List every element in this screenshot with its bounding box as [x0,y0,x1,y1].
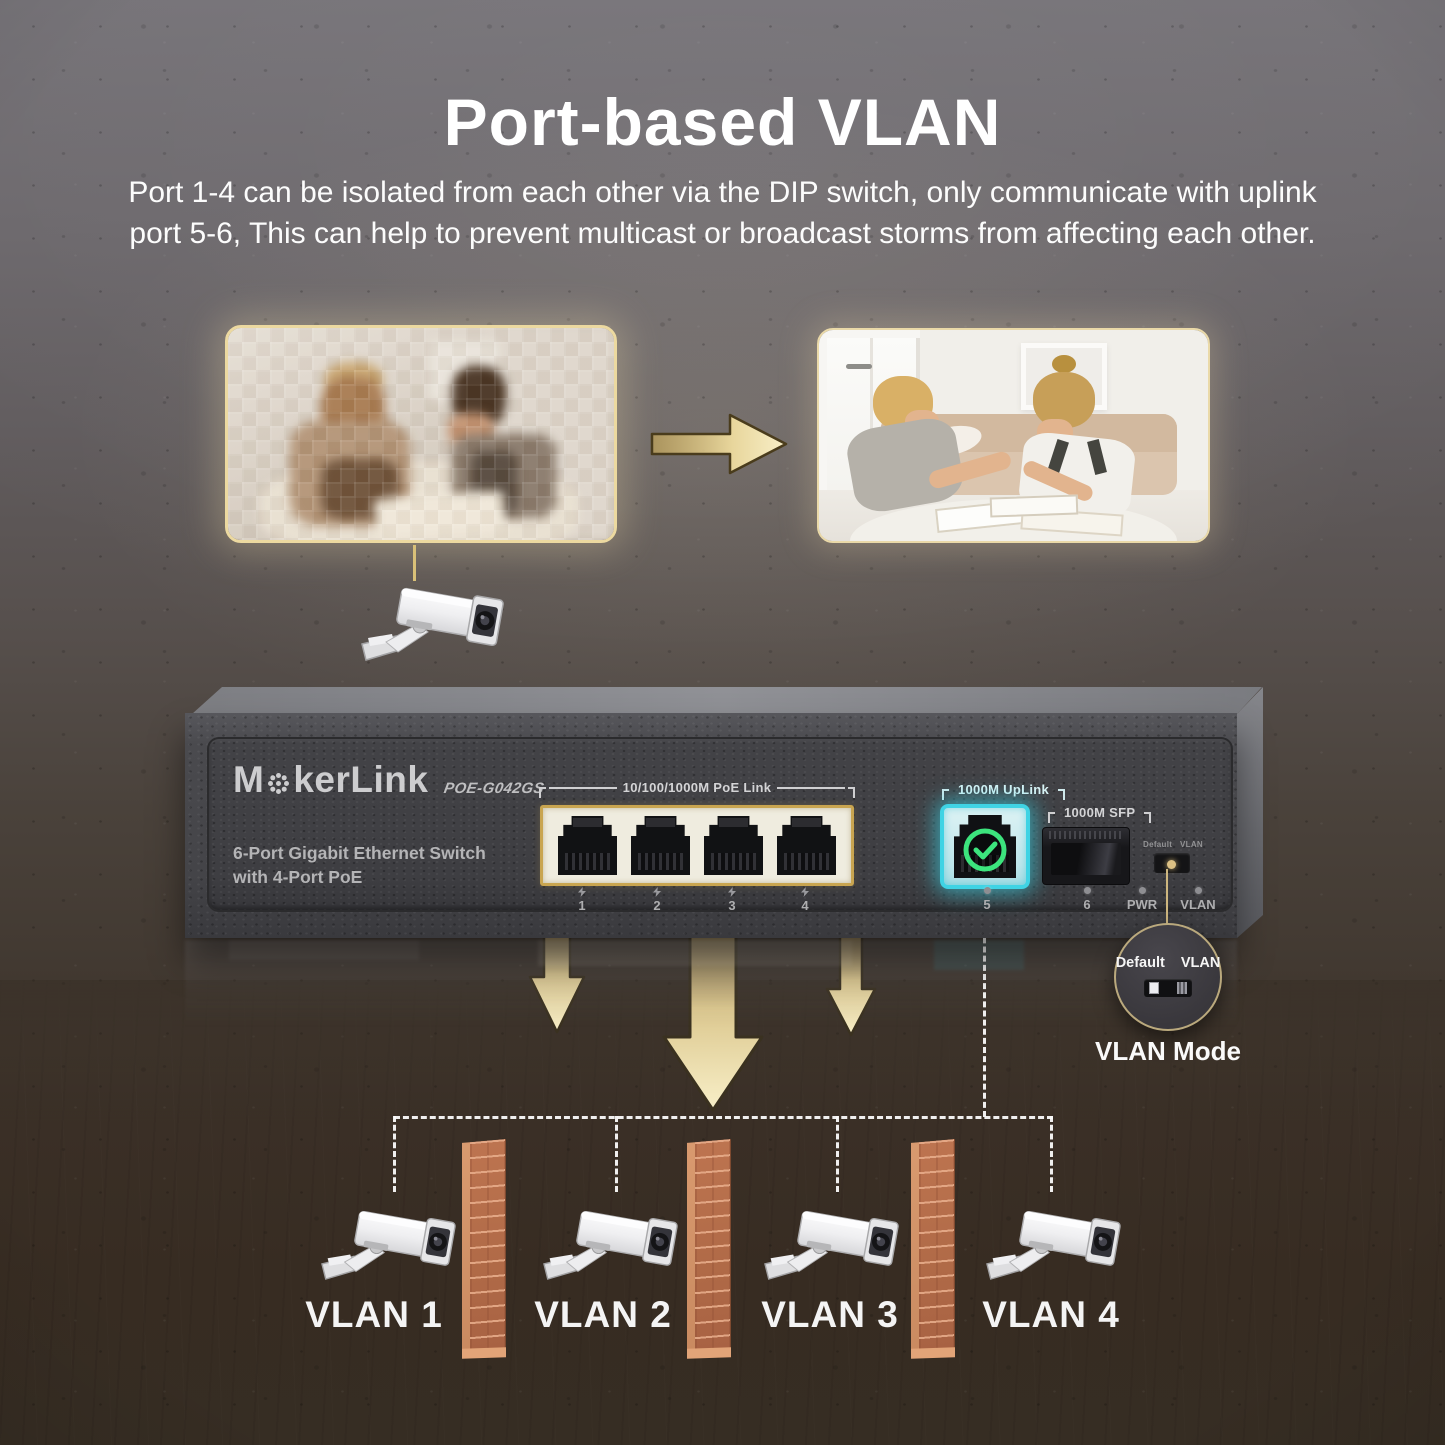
vlan2-drop-line [615,1116,618,1192]
subtitle-line-2: port 5-6, This can help to prevent multi… [129,217,1316,250]
led-icon [1138,887,1146,894]
cctv-camera-icon [321,1205,457,1280]
dip-circle-connector [1166,869,1168,927]
arrow-port4 [825,933,877,1037]
pixelated-photo [225,325,617,543]
brick-wall-1 [462,1139,506,1357]
uplink-indicator: 5 [972,887,1002,912]
sfp-indicator: 6 [1072,887,1102,912]
check-circle-icon [963,828,1007,872]
vlan-mode-inset: Default VLAN [1114,923,1222,1031]
port2-indicator: 2 [642,887,672,913]
poe-group-label: 10/100/1000M PoE Link [539,780,855,798]
device-description: 6-Port Gigabit Ethernet Switch with 4-Po… [233,841,486,889]
vlan3-label: VLAN 3 [761,1294,899,1335]
sfp-label: 1000M SFP [1048,805,1152,823]
cctv-camera-icon [361,582,505,661]
dip-knob-default [1149,982,1159,994]
rj45-port-1 [558,816,617,875]
pixelation-overlay [228,328,614,540]
cctv-camera-icon [764,1205,900,1280]
dip-knob-vlan [1177,982,1187,994]
subtitle-line-1: Port 1-4 can be isolated from each other… [128,176,1317,209]
vlan-mode-left-label: Default [1115,955,1165,971]
led-icon [1083,887,1091,894]
pwr-indicator: PWR [1119,887,1165,912]
clear-photo [817,328,1210,543]
vlan3-drop-line [836,1116,839,1192]
vlan1-label: VLAN 1 [305,1294,443,1335]
poe-bolt-icon [653,887,661,897]
vlan1-drop-line [393,1116,396,1192]
chassis-reflection [185,940,1237,1028]
subtitle: Port 1-4 can be isolated from each other… [32,172,1413,254]
uplink-dashed-line [983,910,986,1117]
brick-wall-2 [687,1139,731,1357]
rj45-port-3 [704,816,763,875]
vlan-indicator: VLAN [1175,887,1221,912]
led-icon [1194,887,1202,894]
room-scene [819,330,1208,541]
vlan2-label: VLAN 2 [534,1294,672,1335]
device-description-line2: with 4-Port PoE [233,867,363,887]
vlan-mode-right-label: VLAN [1180,955,1221,971]
rj45-port-4 [777,816,836,875]
arrow-center [662,927,764,1112]
dip-switch-labels: Default VLAN [1143,840,1203,849]
vlan4-label: VLAN 4 [982,1294,1120,1335]
poe-bolt-icon [801,887,809,897]
vlan4-drop-line [1050,1116,1053,1192]
cctv-camera-icon [986,1205,1122,1280]
brand-dot-o-icon [266,771,290,795]
dip-switch [1154,853,1190,873]
brand-m: M [233,759,265,800]
uplink-label: 1000M UpLink [942,782,1066,800]
dip-switch-zoomed [1144,979,1192,997]
brick-wall-3 [911,1139,955,1357]
device-description-line1: 6-Port Gigabit Ethernet Switch [233,843,486,863]
right-arrow-icon [650,413,788,475]
photo-camera-connector [413,545,416,581]
poe-port-block [540,805,854,886]
cctv-camera-icon [543,1205,679,1280]
sfp-cage [1042,827,1130,885]
port3-indicator: 3 [717,887,747,913]
led-icon [983,887,991,894]
page-title: Port-based VLAN [443,85,1002,159]
poe-bolt-icon [728,887,736,897]
switch-top-face [192,687,1262,714]
uplink-port [940,804,1030,889]
downlink-arrows [528,927,877,1112]
model-number: POE-G042GS [442,779,546,797]
vlan-mode-caption: VLAN Mode [1095,1036,1241,1066]
brand-rest: kerLink [293,759,429,800]
port4-indicator: 4 [790,887,820,913]
rj45-port-2 [631,816,690,875]
poe-bolt-icon [578,887,586,897]
switch-side-face [1237,687,1263,938]
port1-indicator: 1 [567,887,597,913]
vlan-bus-line [394,1116,1053,1119]
